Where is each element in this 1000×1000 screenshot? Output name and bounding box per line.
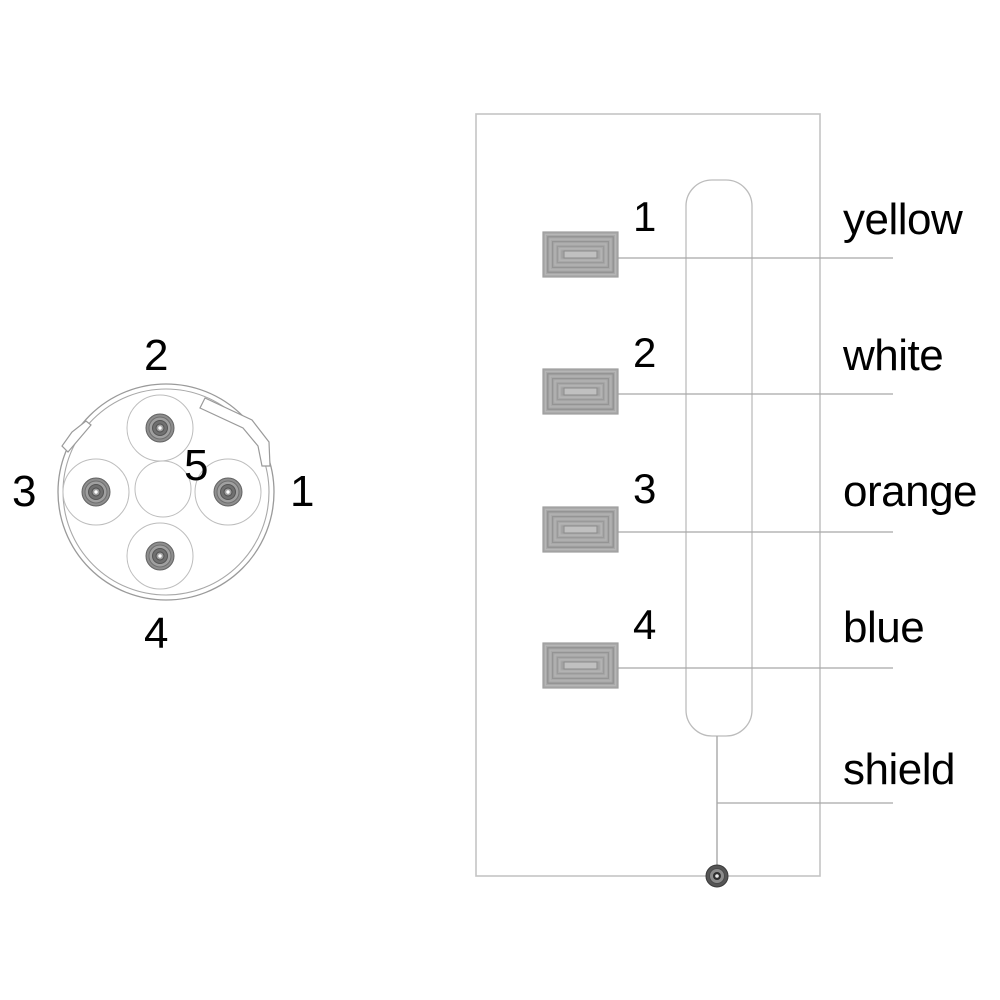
face-label-2: 2 bbox=[144, 331, 169, 380]
wiring-pin-number-1: 1 bbox=[633, 193, 657, 240]
socket-pin-1 bbox=[213, 477, 243, 507]
keyway-notch-left bbox=[61, 420, 92, 453]
face-label-3: 3 bbox=[12, 467, 37, 516]
wire-color-label-blue: blue bbox=[843, 603, 925, 652]
terminals-group bbox=[542, 231, 619, 689]
socket-pin-3 bbox=[81, 477, 111, 507]
socket-pin-4 bbox=[145, 541, 175, 571]
wire-color-label-white: white bbox=[843, 331, 944, 380]
wiring-pin-number-3: 3 bbox=[633, 465, 657, 512]
wire-color-label-yellow: yellow bbox=[843, 195, 963, 244]
shield-contact bbox=[705, 864, 729, 888]
contact-bore-5-center bbox=[134, 460, 192, 518]
socket-pin-2 bbox=[145, 413, 175, 443]
face-label-1: 1 bbox=[290, 467, 315, 516]
terminal-contact-pin-2 bbox=[542, 368, 619, 415]
terminal-contact-pin-3 bbox=[542, 506, 619, 553]
lead-lines-group bbox=[618, 257, 893, 804]
terminal-contact-pin-4 bbox=[542, 642, 619, 689]
keyway-notch-right bbox=[199, 397, 271, 467]
wiring-pin-number-2: 2 bbox=[633, 329, 657, 376]
wiring-termination-view bbox=[475, 113, 893, 888]
connector-face-view bbox=[57, 383, 275, 601]
face-label-5: 5 bbox=[184, 441, 209, 490]
wire-label-shield: shield bbox=[843, 745, 955, 794]
face-label-4: 4 bbox=[144, 609, 169, 658]
cable-body-outline bbox=[685, 179, 753, 737]
housing-outline bbox=[475, 113, 821, 877]
wiring-pin-number-4: 4 bbox=[633, 601, 657, 648]
terminal-contact-pin-1 bbox=[542, 231, 619, 278]
wire-color-label-orange: orange bbox=[843, 467, 978, 516]
